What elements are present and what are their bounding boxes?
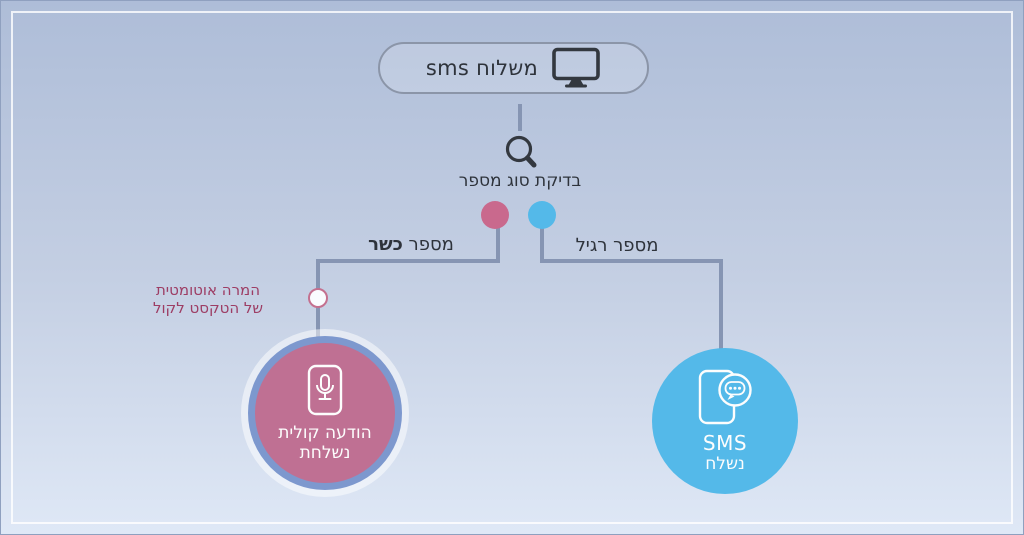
monitor-icon (551, 47, 601, 89)
voice-result-node: הודעה קולית נשלחת (248, 336, 402, 490)
connector-kosher-down (496, 215, 500, 263)
kosher-branch-dot (481, 201, 509, 229)
phone-chat-icon (697, 369, 753, 425)
regular-branch-label: מספר רגיל (575, 235, 659, 256)
connector-start-check (518, 104, 522, 131)
regular-branch-dot (528, 201, 556, 229)
search-icon (502, 134, 538, 170)
start-node-label: משלוח sms (425, 56, 539, 80)
tts-annotation-line1: המרה אוטומטית (155, 281, 261, 299)
voice-result-line1: הודעה קולית (278, 422, 372, 443)
connector-regular-down (540, 215, 544, 263)
connector-regular-to-result (719, 259, 723, 354)
start-node: משלוח sms (378, 42, 649, 94)
tts-annotation-line2: של הטקסט לקול (152, 299, 264, 317)
sms-result-node: SMS נשלח (652, 348, 798, 494)
sms-result-line1: SMS (702, 430, 748, 455)
connector-kosher-horizontal (316, 259, 500, 263)
connector-regular-horizontal (540, 259, 723, 263)
phone-microphone-icon (307, 364, 343, 416)
check-node-label: בדיקת סוג מספר (458, 171, 582, 191)
voice-result-line2: נשלחת (299, 442, 351, 463)
sms-result-line2: נשלח (705, 453, 745, 474)
kosher-branch-label: מספר כשר (368, 234, 454, 255)
tts-annotation: המרה אוטומטית של הטקסט לקול (128, 281, 288, 317)
tts-step-marker (308, 288, 328, 308)
